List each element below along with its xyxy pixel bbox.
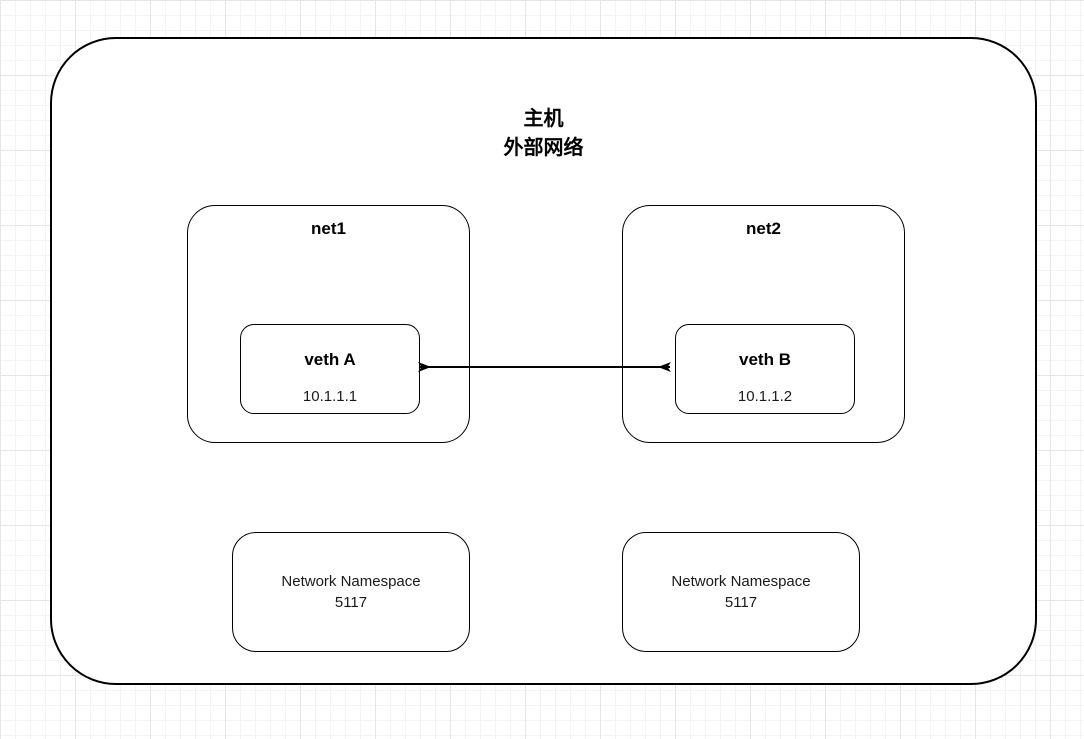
net2-box: net2 veth B 10.1.1.2 bbox=[622, 205, 905, 443]
host-title-line1: 主机 bbox=[523, 108, 564, 130]
veth-b-name: veth B bbox=[739, 350, 791, 369]
veth-a-box: veth A 10.1.1.1 bbox=[240, 324, 420, 414]
net1-box: net1 veth A 10.1.1.1 bbox=[187, 205, 470, 443]
network-namespace-box-right: Network Namespace 5117 bbox=[622, 532, 860, 652]
network-namespace-left-line1: Network Namespace bbox=[281, 573, 421, 590]
veth-a-ip: 10.1.1.1 bbox=[302, 388, 358, 405]
net1-label: net1 bbox=[311, 219, 346, 238]
net2-label: net2 bbox=[746, 219, 781, 238]
network-namespace-right-line1: Network Namespace bbox=[671, 573, 811, 590]
veth-b-ip: 10.1.1.2 bbox=[737, 388, 793, 405]
network-namespace-box-left: Network Namespace 5117 bbox=[232, 532, 470, 652]
veth-b-box: veth B 10.1.1.2 bbox=[675, 324, 855, 414]
host-box: 主机 外部网络 net1 veth A 10.1.1.1 net2 veth B… bbox=[50, 37, 1037, 685]
host-title-line2: 外部网络 bbox=[503, 137, 584, 159]
network-namespace-left-text: Network Namespace 5117 bbox=[281, 571, 420, 613]
network-namespace-right-line2: 5117 bbox=[724, 594, 758, 611]
network-namespace-left-line2: 5117 bbox=[334, 594, 368, 611]
host-title: 主机 外部网络 bbox=[52, 105, 1035, 163]
veth-a-name: veth A bbox=[304, 350, 356, 369]
network-namespace-right-text: Network Namespace 5117 bbox=[671, 571, 810, 613]
